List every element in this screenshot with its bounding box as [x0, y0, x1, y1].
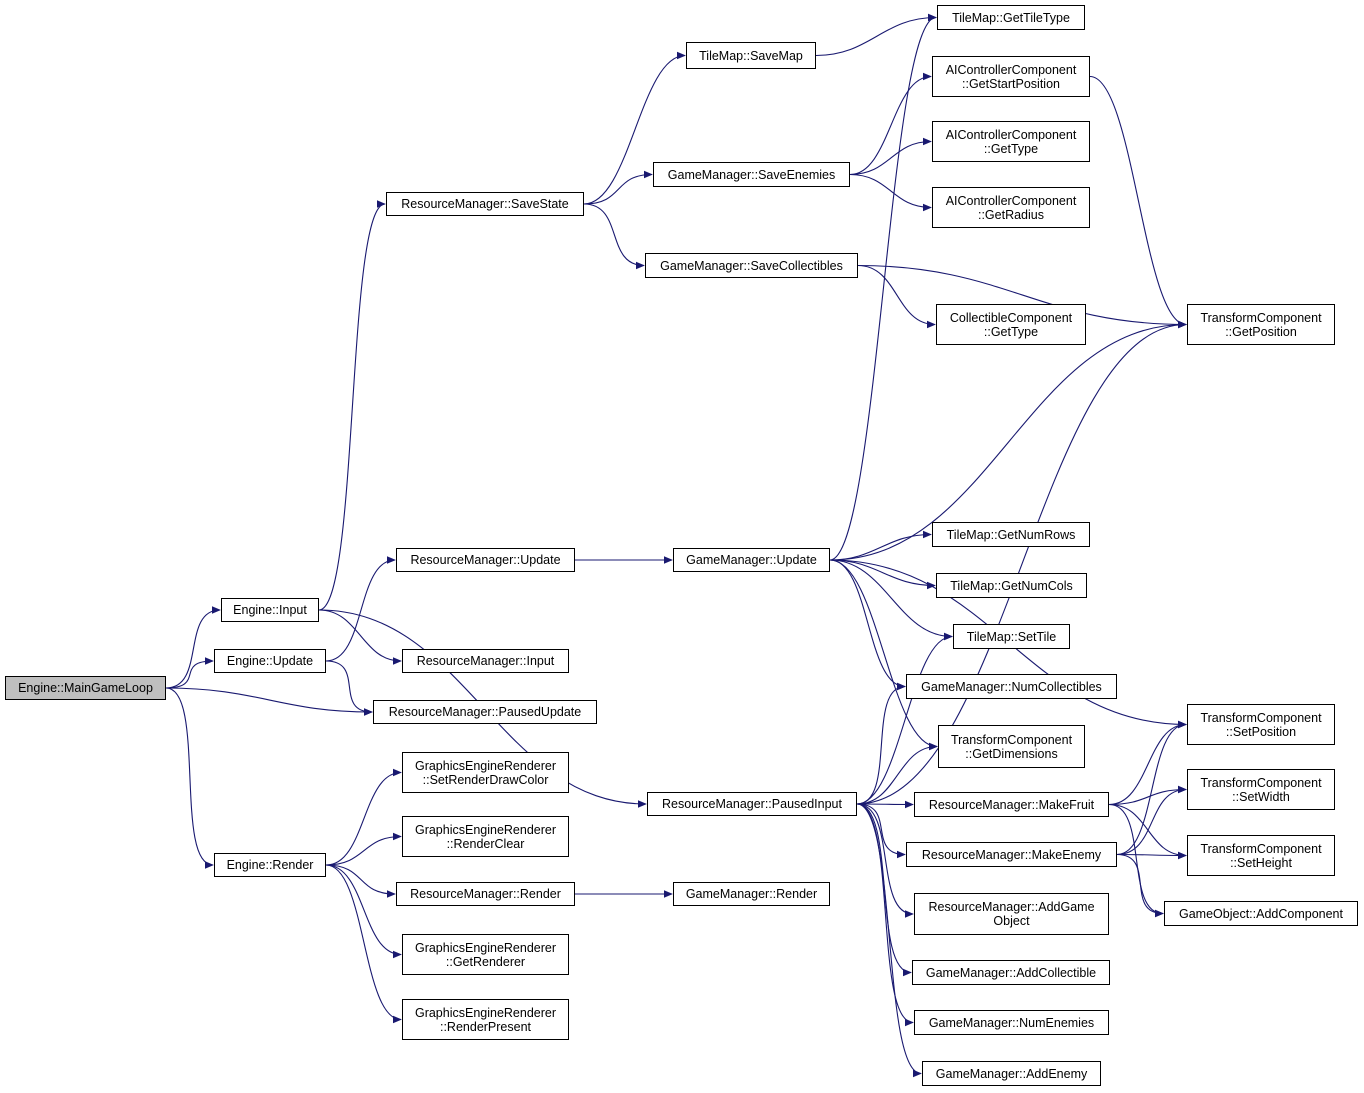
- node-graphics-engine-renderer-render-clear[interactable]: GraphicsEngineRenderer ::RenderClear: [402, 816, 569, 857]
- call-edge-rm_paused_input-to-rm_add_game_object: [856, 803, 914, 918]
- node-resource-manager-paused-input[interactable]: ResourceManager::PausedInput: [647, 792, 857, 816]
- call-edge-gm_save_enemies-to-ai_get_type: [849, 137, 932, 176]
- node-transform-component-get-dimensions[interactable]: TransformComponent ::GetDimensions: [938, 725, 1085, 768]
- node-engine-update[interactable]: Engine::Update: [214, 649, 326, 673]
- call-edge-tm_save_map-to-tm_get_tile_type: [815, 13, 937, 57]
- node-tilemap-save-map[interactable]: TileMap::SaveMap: [686, 42, 816, 69]
- call-edge-rm_paused_input-to-gm_add_enemy: [856, 803, 922, 1078]
- node-game-manager-num-collectibles[interactable]: GameManager::NumCollectibles: [906, 674, 1117, 699]
- call-edge-rm_make_enemy-to-tc_set_position: [1116, 720, 1187, 856]
- node-resource-manager-input[interactable]: ResourceManager::Input: [402, 649, 569, 673]
- call-edge-rm_paused_input-to-tc_get_position: [856, 320, 1187, 805]
- call-edge-gm_update-to-tm_get_num_rows: [829, 530, 932, 561]
- node-game-manager-save-enemies[interactable]: GameManager::SaveEnemies: [653, 162, 850, 187]
- node-engine-input[interactable]: Engine::Input: [221, 598, 319, 622]
- call-edge-gm_save_collectibles-to-tc_get_position: [857, 264, 1187, 329]
- node-tilemap-get-num-cols[interactable]: TileMap::GetNumCols: [936, 573, 1087, 598]
- node-ai-controller-component-get-start-position[interactable]: AIControllerComponent ::GetStartPosition: [932, 56, 1090, 97]
- call-edge-rm_make_enemy-to-go_add_component: [1116, 853, 1164, 918]
- node-resource-manager-add-game-object[interactable]: ResourceManager::AddGame Object: [914, 893, 1109, 935]
- node-tilemap-get-num-rows[interactable]: TileMap::GetNumRows: [932, 522, 1090, 547]
- node-game-manager-update[interactable]: GameManager::Update: [673, 548, 830, 572]
- call-edge-rm_paused_input-to-gm_num_enemies: [856, 803, 914, 1027]
- call-edge-gm_update-to-tc_get_position: [829, 320, 1187, 561]
- node-graphics-engine-renderer-set-render-draw-color[interactable]: GraphicsEngineRenderer ::SetRenderDrawCo…: [402, 752, 569, 793]
- node-resource-manager-save-state[interactable]: ResourceManager::SaveState: [386, 192, 584, 216]
- call-edge-rm_paused_input-to-rm_make_enemy: [856, 803, 906, 859]
- call-edge-gm_update-to-tc_get_dimensions: [829, 559, 938, 751]
- node-game-manager-add-collectible[interactable]: GameManager::AddCollectible: [912, 960, 1110, 985]
- call-edge-gm_update-to-tm_get_num_cols: [829, 559, 936, 590]
- node-graphics-engine-renderer-get-renderer[interactable]: GraphicsEngineRenderer ::GetRenderer: [402, 934, 569, 975]
- call-edge-gm_save_collectibles-to-cc_get_type: [857, 264, 936, 329]
- call-edge-main_game_loop-to-engine_update: [165, 657, 214, 689]
- call-edges: [165, 13, 1187, 1078]
- node-tilemap-get-tile-type[interactable]: TileMap::GetTileType: [937, 5, 1085, 30]
- node-game-manager-num-enemies[interactable]: GameManager::NumEnemies: [914, 1010, 1109, 1035]
- call-edge-engine_render-to-ger_get_renderer: [325, 864, 402, 959]
- call-edge-rm_make_fruit-to-tc_set_position: [1108, 720, 1187, 806]
- call-edge-gm_update-to-tm_set_tile: [829, 559, 953, 641]
- node-ai-controller-component-get-type[interactable]: AIControllerComponent ::GetType: [932, 121, 1090, 162]
- call-edge-rm_save_state-to-gm_save_enemies: [583, 170, 653, 205]
- call-edge-rm_paused_input-to-tm_set_tile: [856, 632, 953, 805]
- node-game-manager-render[interactable]: GameManager::Render: [673, 882, 830, 906]
- call-edge-rm_paused_input-to-tc_get_dimensions: [856, 742, 938, 805]
- call-edge-engine_render-to-rm_render: [325, 864, 396, 898]
- call-edge-rm_paused_input-to-rm_make_fruit: [856, 800, 914, 809]
- call-edge-gm_update-to-tm_get_tile_type: [829, 13, 937, 561]
- node-transform-component-set-height[interactable]: TransformComponent ::SetHeight: [1187, 835, 1335, 876]
- call-edge-gm_save_enemies-to-ai_get_radius: [849, 173, 932, 212]
- call-edge-engine_render-to-ger_render_present: [325, 864, 402, 1024]
- node-transform-component-set-width[interactable]: TransformComponent ::SetWidth: [1187, 769, 1335, 810]
- node-game-object-add-component[interactable]: GameObject::AddComponent: [1164, 901, 1358, 926]
- call-edge-rm_make_enemy-to-tc_set_width: [1116, 785, 1187, 856]
- node-tilemap-set-tile[interactable]: TileMap::SetTile: [953, 624, 1070, 649]
- call-edge-gm_save_enemies-to-ai_get_start_position: [849, 72, 932, 176]
- node-graphics-engine-renderer-render-present[interactable]: GraphicsEngineRenderer ::RenderPresent: [402, 999, 569, 1040]
- call-edge-rm_make_fruit-to-go_add_component: [1108, 803, 1164, 918]
- call-edge-rm_save_state-to-gm_save_collectibles: [583, 203, 645, 270]
- node-collectible-component-get-type[interactable]: CollectibleComponent ::GetType: [936, 304, 1086, 345]
- call-edge-main_game_loop-to-engine_render: [165, 687, 214, 869]
- node-resource-manager-make-fruit[interactable]: ResourceManager::MakeFruit: [914, 792, 1109, 817]
- node-game-manager-save-collectibles[interactable]: GameManager::SaveCollectibles: [645, 253, 858, 278]
- call-edge-rm_save_state-to-tm_save_map: [583, 51, 686, 205]
- call-edge-engine_render-to-ger_render_clear: [325, 832, 402, 866]
- call-edge-engine_input-to-rm_save_state: [318, 200, 386, 611]
- node-engine-render[interactable]: Engine::Render: [214, 853, 326, 877]
- call-edge-engine_input-to-rm_input: [318, 609, 402, 665]
- call-edge-ai_get_start_position-to-tc_get_position: [1089, 75, 1187, 329]
- call-edge-rm_make_enemy-to-tc_set_height: [1116, 851, 1187, 860]
- call-edge-main_game_loop-to-rm_paused_update: [165, 687, 373, 716]
- node-resource-manager-render[interactable]: ResourceManager::Render: [396, 882, 575, 906]
- node-game-manager-add-enemy[interactable]: GameManager::AddEnemy: [922, 1061, 1101, 1086]
- call-edge-engine_update-to-rm_update: [325, 556, 396, 662]
- call-edge-rm_make_fruit-to-tc_set_width: [1108, 785, 1187, 806]
- node-transform-component-set-position[interactable]: TransformComponent ::SetPosition: [1187, 704, 1335, 745]
- call-edge-engine_update-to-rm_paused_update: [325, 660, 373, 716]
- call-edge-engine_render-to-ger_set_render_draw_color: [325, 768, 402, 866]
- call-edge-main_game_loop-to-engine_input: [165, 606, 221, 689]
- call-edge-rm_paused_input-to-gm_num_collectibles: [856, 682, 906, 805]
- call-edge-gm_update-to-gm_num_collectibles: [829, 559, 906, 691]
- node-transform-component-get-position[interactable]: TransformComponent ::GetPosition: [1187, 304, 1335, 345]
- node-ai-controller-component-get-radius[interactable]: AIControllerComponent ::GetRadius: [932, 187, 1090, 228]
- node-engine-main-game-loop: Engine::MainGameLoop: [5, 676, 166, 700]
- node-resource-manager-update[interactable]: ResourceManager::Update: [396, 548, 575, 572]
- node-resource-manager-make-enemy[interactable]: ResourceManager::MakeEnemy: [906, 842, 1117, 867]
- node-resource-manager-paused-update[interactable]: ResourceManager::PausedUpdate: [373, 700, 597, 724]
